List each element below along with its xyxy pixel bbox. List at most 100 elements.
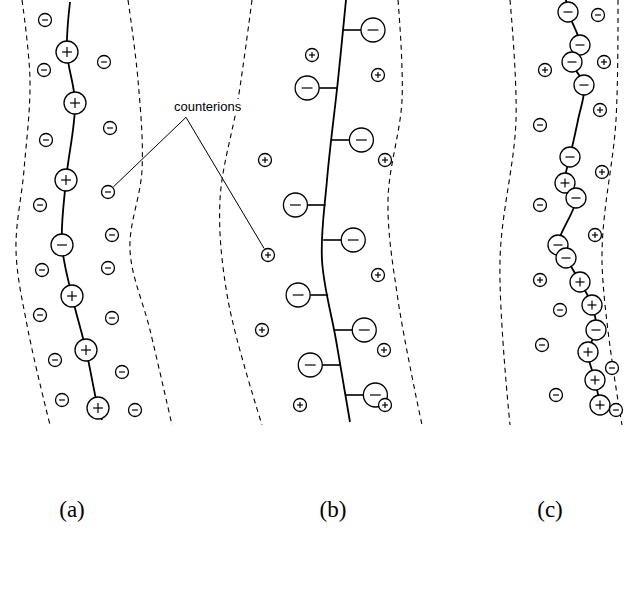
charge-sign xyxy=(267,252,268,258)
side-chain xyxy=(331,139,349,141)
panel-label: (b) xyxy=(320,497,347,522)
charge-sign xyxy=(85,345,86,355)
polymer-backbone xyxy=(558,0,600,405)
ion-circle xyxy=(129,404,142,417)
charge-sign xyxy=(544,67,545,73)
ion-circle xyxy=(102,262,115,275)
ion-circle xyxy=(36,264,49,277)
negative-ion xyxy=(341,228,365,252)
negative-ion xyxy=(36,264,49,277)
negative-ion xyxy=(39,14,52,27)
negative-ion xyxy=(295,76,319,100)
dashed-boundary xyxy=(220,0,262,425)
negative-ion xyxy=(349,128,373,152)
ion-circle xyxy=(554,304,567,317)
positive-ion xyxy=(379,399,392,412)
charge-sign xyxy=(107,127,113,128)
ion-circle xyxy=(534,274,547,287)
polymer-backbone xyxy=(62,2,102,420)
negative-ion xyxy=(536,339,549,352)
charge-sign xyxy=(71,291,72,301)
ion-circle xyxy=(262,249,275,262)
ion-circle xyxy=(562,52,582,72)
dashed-boundary xyxy=(16,0,50,425)
ion-circle xyxy=(574,75,594,95)
charge-sign xyxy=(261,327,262,333)
charge-sign xyxy=(599,107,600,113)
positive-ion xyxy=(589,229,602,242)
ion-circle xyxy=(298,353,322,377)
side-chain xyxy=(310,294,328,296)
charge-sign xyxy=(370,394,381,395)
positive-ion xyxy=(539,64,552,77)
ion-circle xyxy=(64,92,86,114)
negative-ion xyxy=(106,312,119,325)
ion-circle xyxy=(536,339,549,352)
charge-sign xyxy=(579,278,580,287)
side-chain xyxy=(343,29,361,31)
negative-ion xyxy=(352,318,376,342)
positive-ion xyxy=(56,41,78,63)
charge-sign xyxy=(377,272,378,278)
ion-circle xyxy=(534,119,547,132)
ion-circle xyxy=(102,186,115,199)
ion-circle xyxy=(560,147,580,167)
positive-ion xyxy=(372,69,385,82)
positive-ion xyxy=(87,397,109,419)
negative-ion xyxy=(606,362,619,375)
charge-sign xyxy=(564,179,565,188)
positive-ion xyxy=(64,92,86,114)
charge-sign xyxy=(572,197,581,198)
positive-ion xyxy=(262,249,275,262)
ion-circle xyxy=(49,354,62,367)
charge-sign xyxy=(119,371,125,372)
charge-sign xyxy=(311,52,312,58)
positive-ion xyxy=(259,154,272,167)
charge-sign xyxy=(568,61,577,62)
charge-sign xyxy=(299,402,300,408)
charge-sign xyxy=(587,348,588,357)
positive-ion xyxy=(578,342,598,362)
charge-sign xyxy=(109,234,115,235)
charge-sign xyxy=(599,401,600,410)
ion-circle xyxy=(556,248,576,268)
side-chain xyxy=(334,329,352,331)
charge-sign xyxy=(576,44,585,45)
charge-sign xyxy=(566,156,575,157)
ion-circle xyxy=(379,399,392,412)
positive-ion xyxy=(75,339,97,361)
negative-ion xyxy=(534,119,547,132)
negative-ion xyxy=(116,366,129,379)
charge-sign xyxy=(290,204,301,205)
positive-ion xyxy=(379,154,392,167)
charge-sign xyxy=(377,72,378,78)
positive-ion xyxy=(598,56,611,69)
charge-sign xyxy=(59,399,65,400)
panel-label: (c) xyxy=(537,497,563,522)
charge-sign xyxy=(554,244,563,245)
negative-ion xyxy=(40,134,53,147)
ion-circle xyxy=(116,366,129,379)
negative-ion xyxy=(98,56,111,69)
negative-ion xyxy=(106,229,119,242)
charge-sign xyxy=(305,364,316,365)
charge-sign xyxy=(539,344,545,345)
charge-sign xyxy=(537,204,543,205)
negative-ion xyxy=(534,199,547,212)
ion-circle xyxy=(295,76,319,100)
positive-ion xyxy=(372,269,385,282)
charge-sign xyxy=(383,347,384,353)
ion-circle xyxy=(61,285,83,307)
charge-sign xyxy=(105,191,111,192)
ion-circle xyxy=(39,14,52,27)
negative-ion xyxy=(592,9,605,22)
polymer-backbone xyxy=(322,0,350,422)
charge-sign xyxy=(105,267,111,268)
panel-label: (a) xyxy=(59,497,85,522)
charge-sign xyxy=(109,317,115,318)
negative-ion xyxy=(550,389,563,402)
charge-sign xyxy=(42,19,48,20)
negative-ion xyxy=(361,18,385,42)
charge-sign xyxy=(553,394,559,395)
positive-ion xyxy=(256,324,269,337)
